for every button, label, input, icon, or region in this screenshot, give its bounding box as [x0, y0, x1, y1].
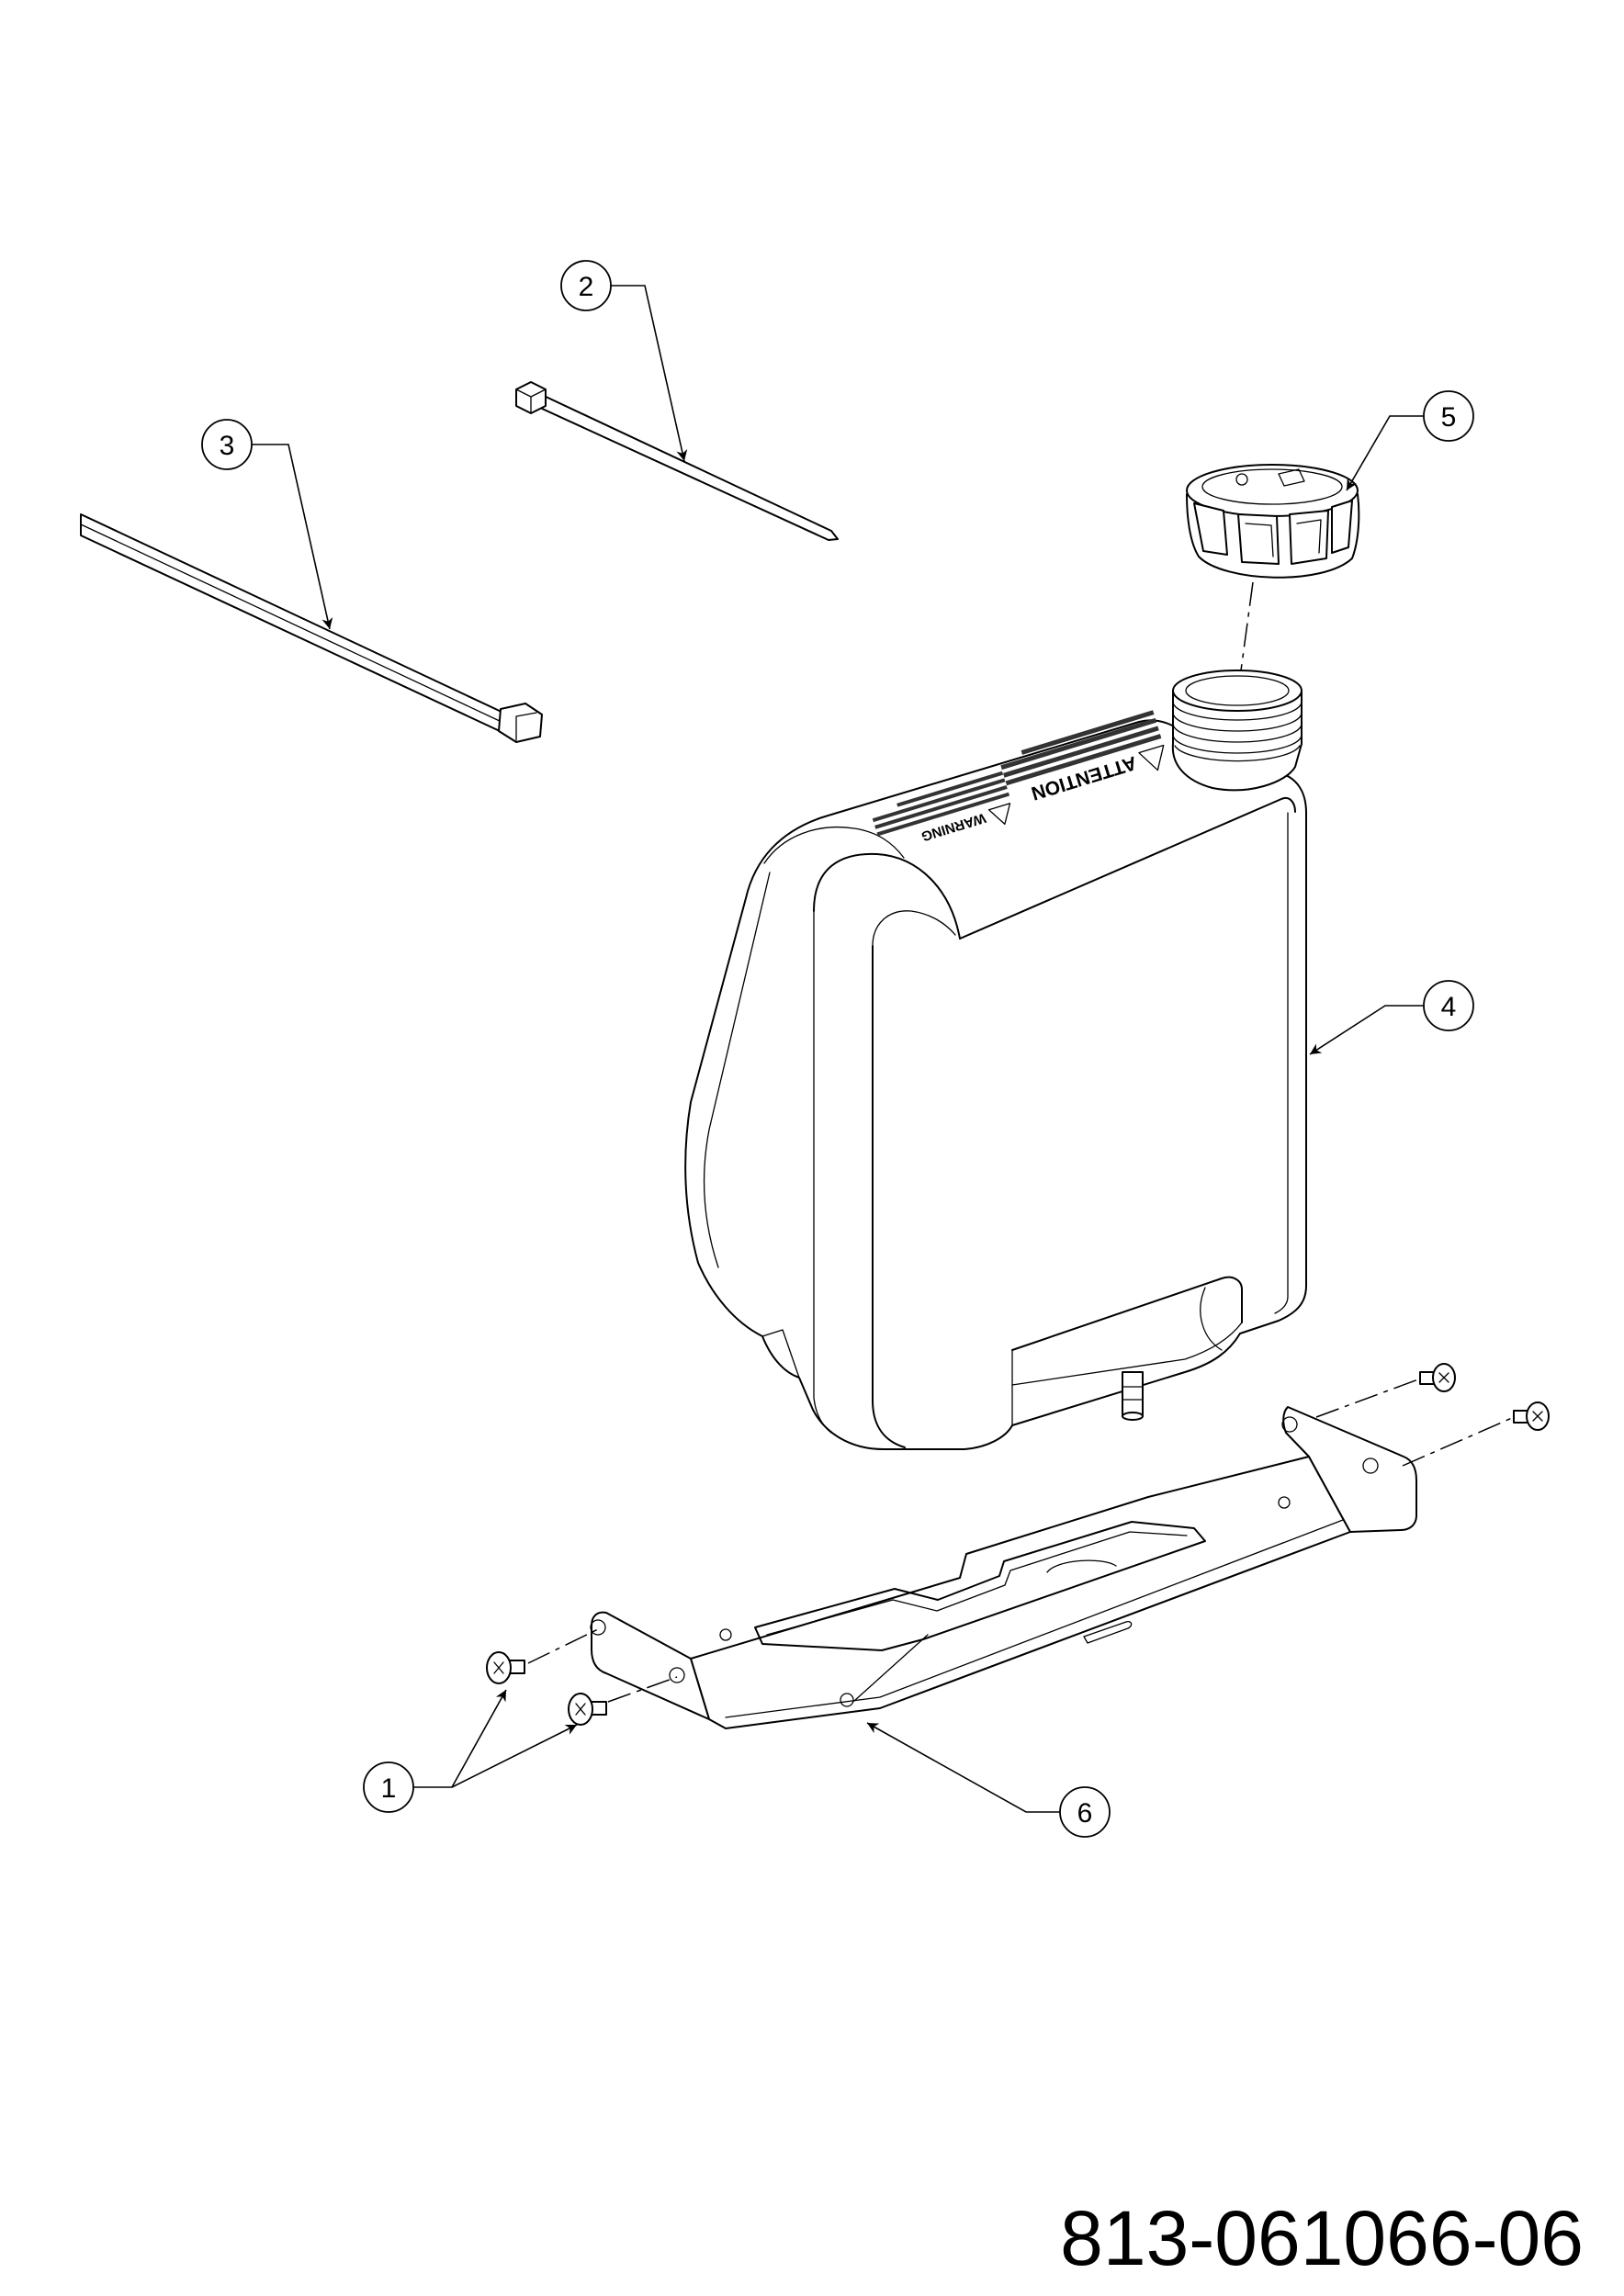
screw-left-lower	[568, 1693, 607, 1726]
callout-3-number: 3	[220, 431, 235, 461]
callout-6-number: 6	[1077, 1798, 1093, 1829]
cable-tie-short	[515, 381, 839, 541]
callout-4-number: 4	[1441, 992, 1457, 1022]
screw-right-lower	[1513, 1401, 1550, 1431]
fuel-tank	[684, 719, 1307, 1450]
cable-tie-long	[80, 513, 543, 743]
tank-bracket	[590, 1406, 1417, 1729]
screw-right-upper	[1419, 1363, 1456, 1392]
callout-1-number: 1	[381, 1773, 397, 1804]
callout-5: 5	[1346, 390, 1474, 491]
callout-4: 4	[1309, 980, 1474, 1055]
callout-2: 2	[560, 260, 688, 462]
callout-1: 1	[363, 1689, 578, 1813]
callout-2-number: 2	[579, 272, 594, 302]
callout-6: 6	[866, 1722, 1111, 1838]
callout-3: 3	[201, 419, 333, 630]
cap-alignment-line	[1240, 581, 1254, 671]
screw-alignment-lines	[527, 1379, 1513, 1703]
callout-5-number: 5	[1441, 402, 1457, 433]
screw-left-upper	[486, 1651, 525, 1684]
drawing-number: 813-061066-06	[1060, 2195, 1584, 2281]
tank-filler-neck	[1171, 670, 1303, 792]
fuel-cap	[1186, 464, 1360, 579]
